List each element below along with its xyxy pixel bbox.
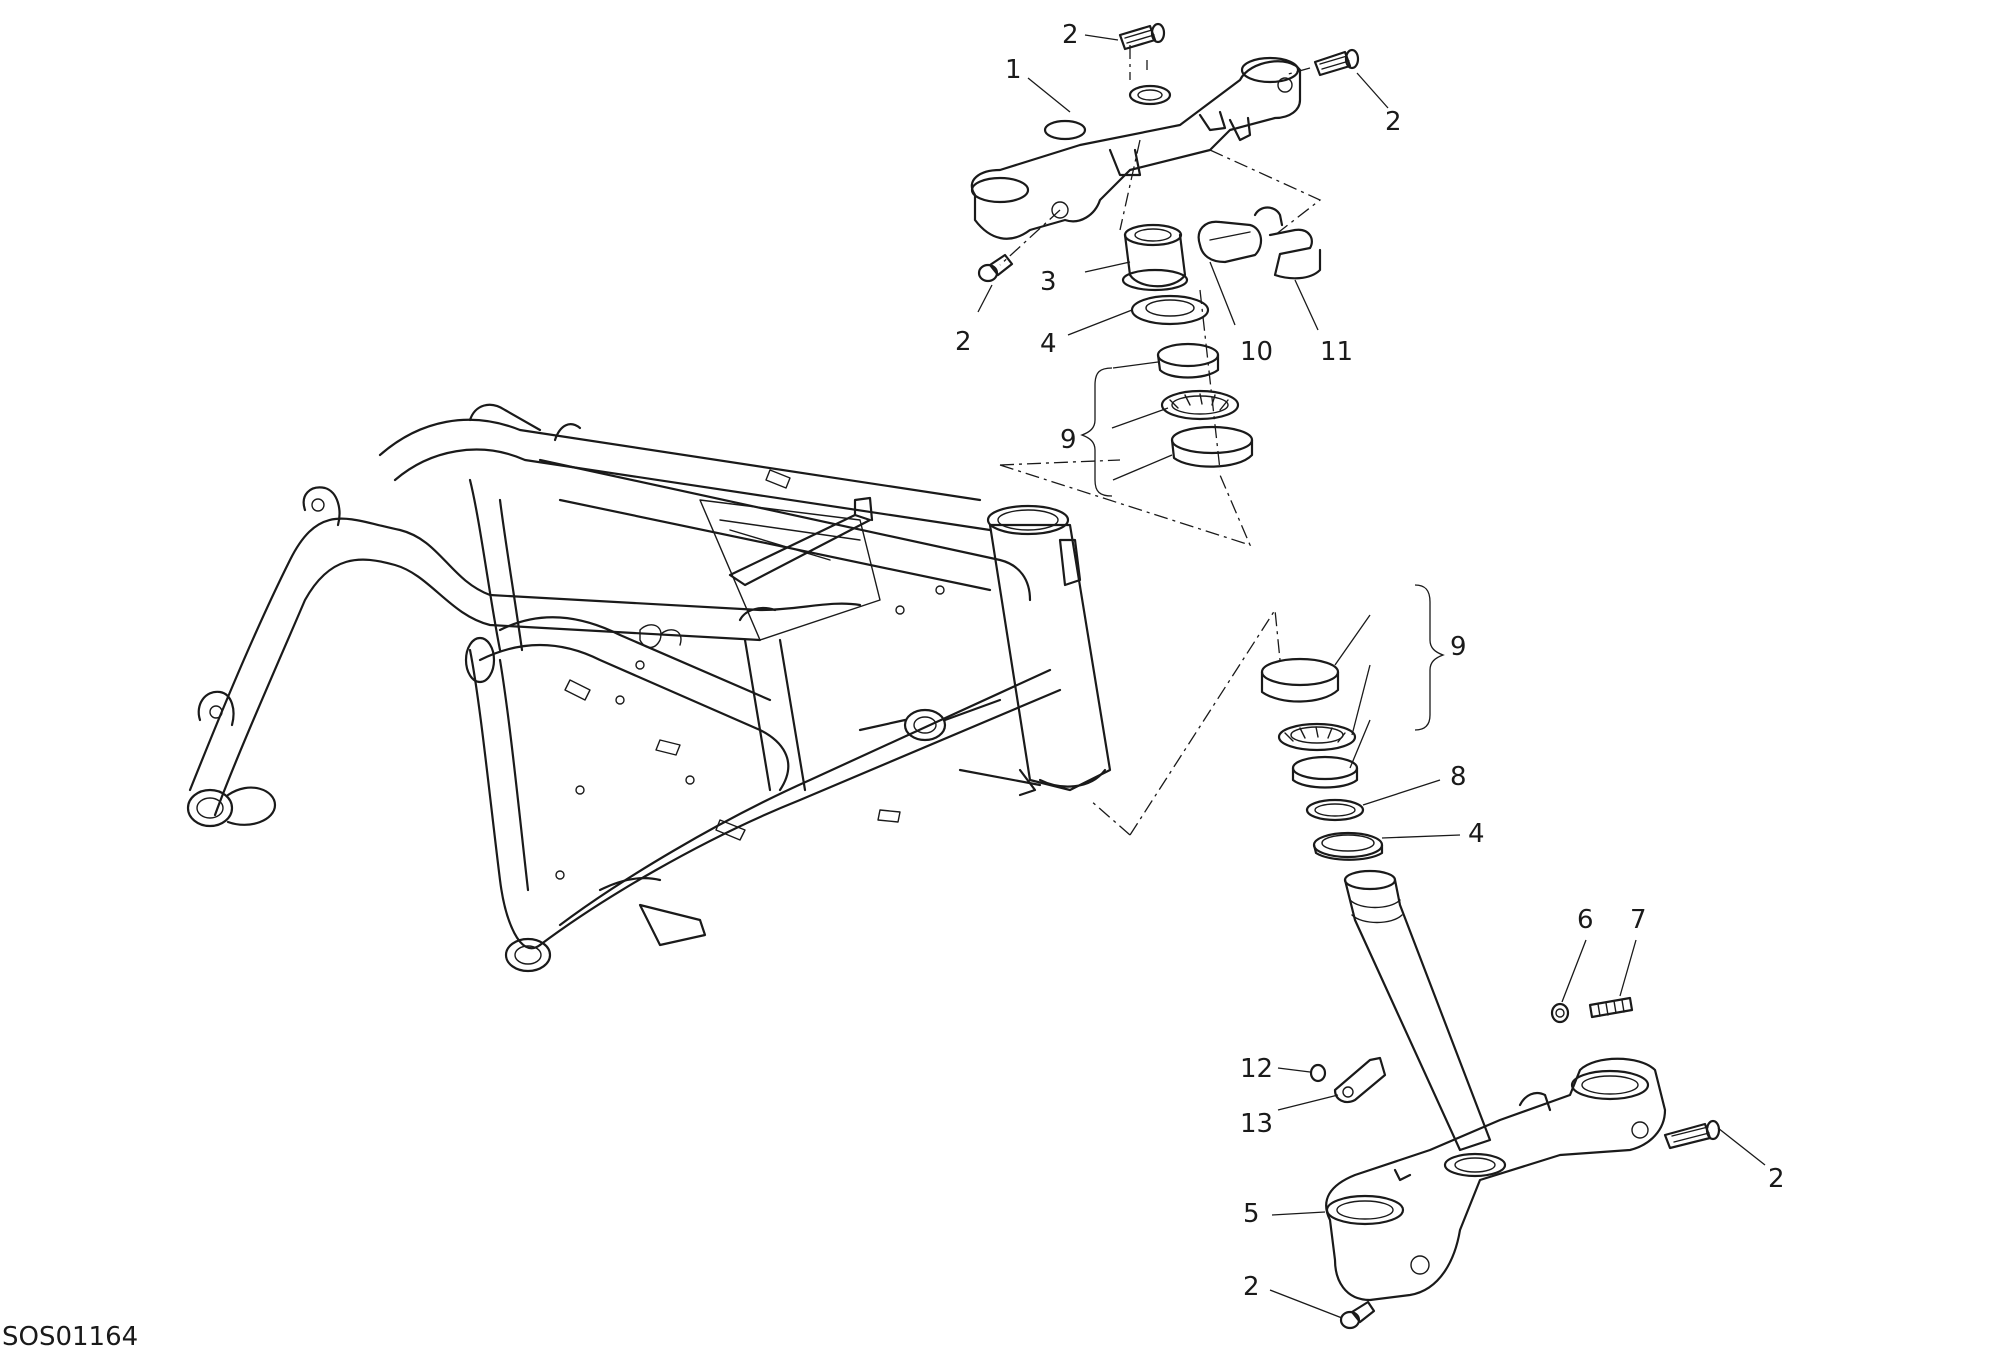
- callout-2-right-bottom: 2: [1768, 1164, 1785, 1194]
- callout-11: 11: [1320, 337, 1353, 367]
- steering-nut: [1121, 223, 1189, 292]
- cable-guide-11: [1253, 206, 1322, 280]
- washer-8: [1305, 798, 1365, 822]
- callouts: 2 1 2 2 3 4 10 11 9 9 8 4 6 7 12 13 2 5 …: [955, 20, 1785, 1302]
- callout-9-top: 9: [1060, 425, 1077, 455]
- callout-9-bottom: 9: [1450, 632, 1467, 662]
- callout-13: 13: [1240, 1109, 1273, 1139]
- lower-bolts: [1339, 1119, 1721, 1330]
- leader-lines: [977, 34, 1766, 1319]
- bearing-set-bottom: [1260, 657, 1359, 789]
- lower-triple-clamp: [1325, 869, 1667, 1302]
- callout-2-top: 2: [1062, 20, 1079, 50]
- callout-8: 8: [1450, 762, 1467, 792]
- washer-top: [1130, 294, 1210, 326]
- upper-bolts: [977, 22, 1360, 283]
- callout-7: 7: [1630, 905, 1647, 935]
- callout-2-right-top: 2: [1385, 107, 1402, 137]
- callout-6: 6: [1577, 905, 1594, 935]
- seal-bottom: [1312, 831, 1384, 861]
- frame: [186, 403, 1112, 973]
- nut-6: [1550, 1002, 1570, 1024]
- bracket-13: [1333, 1056, 1387, 1104]
- callout-4-top: 4: [1040, 329, 1057, 359]
- upper-triple-clamp: [970, 56, 1302, 240]
- callout-2-left-top: 2: [955, 327, 972, 357]
- upper-axis-lines: [999, 45, 1322, 836]
- callout-3: 3: [1040, 267, 1057, 297]
- drawing-code: SOS01164: [2, 1322, 138, 1349]
- callout-10: 10: [1240, 337, 1273, 367]
- callout-4-bottom: 4: [1468, 819, 1485, 849]
- nut-12: [1309, 1063, 1327, 1083]
- callout-12: 12: [1240, 1054, 1273, 1084]
- callout-5: 5: [1243, 1199, 1260, 1229]
- bearing-set-top: [1156, 342, 1254, 468]
- cable-guide-10: [1197, 220, 1263, 264]
- callout-1: 1: [1005, 55, 1022, 85]
- callout-2-bottom: 2: [1243, 1272, 1260, 1302]
- screw-7: [1588, 996, 1634, 1019]
